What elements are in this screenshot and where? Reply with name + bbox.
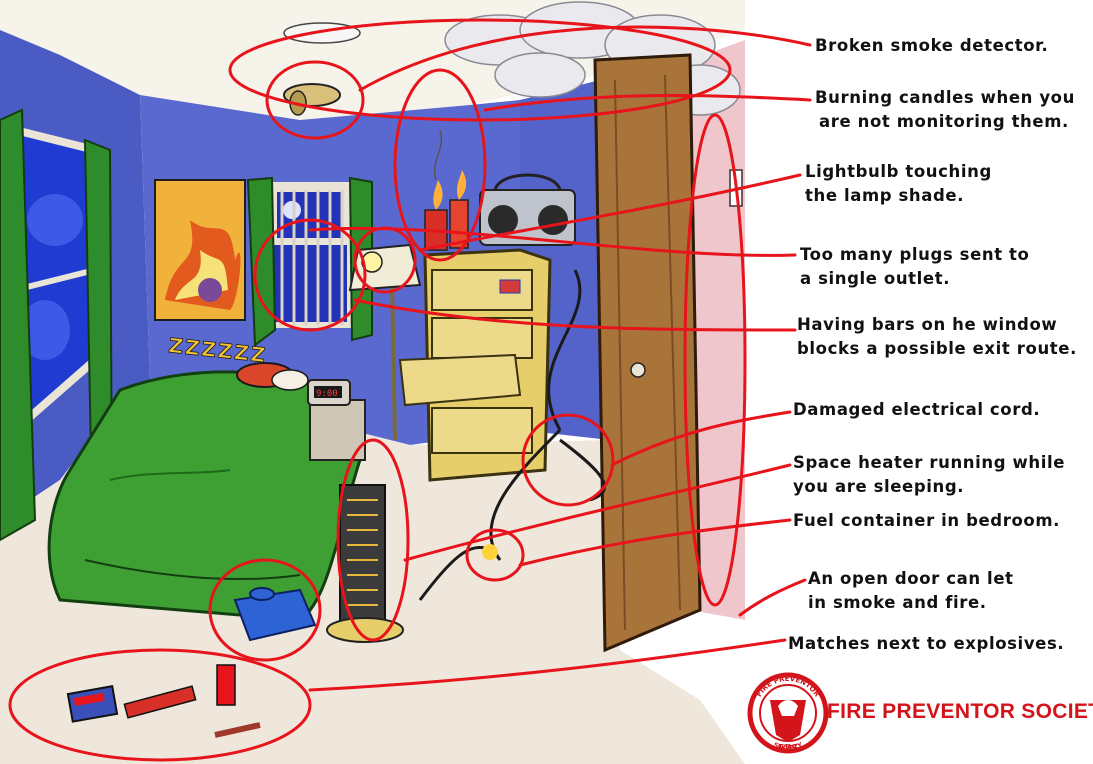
hazard-label-space-heater: Space heater running while you are sleep… — [793, 451, 1065, 499]
hazard-line: An open door can let — [808, 569, 1014, 588]
logo-seal-initials: FPS — [778, 744, 798, 754]
hazard-label-matches: Matches next to explosives. — [788, 632, 1064, 656]
svg-text:9:00: 9:00 — [316, 389, 338, 399]
boombox — [479, 173, 576, 246]
matches-and-fireworks — [66, 664, 261, 738]
nightstand: 9:00 — [307, 379, 366, 461]
hazard-line: Fuel container in bedroom. — [793, 511, 1060, 530]
hazard-label-plugs: Too many plugs sent to a single outlet. — [800, 243, 1029, 291]
hazard-line: Broken smoke detector. — [815, 36, 1049, 55]
hazard-line: Burning candles when you — [815, 88, 1075, 107]
hazard-line: Lightbulb touching — [805, 162, 992, 181]
fuel-container — [233, 587, 317, 642]
dragon-poster — [154, 179, 246, 321]
hazard-label-lightbulb: Lightbulb touching the lamp shade. — [805, 160, 992, 208]
hazard-line: Matches next to explosives. — [788, 634, 1065, 653]
hazard-line: the lamp shade. — [805, 186, 965, 205]
svg-text:SOCIETY: SOCIETY — [772, 741, 804, 752]
hazard-line: you are sleeping. — [793, 477, 965, 496]
brand-name: FIRE PREVENTOR SOCIET — [827, 700, 1093, 723]
red-pointer-lines — [308, 25, 812, 692]
hazard-line: a single outlet. — [800, 269, 951, 288]
hazard-line: Space heater running while — [793, 453, 1066, 472]
bed — [47, 362, 362, 622]
hazard-line: are not monitoring them. — [819, 112, 1069, 131]
fire-preventor-society-logo — [747, 672, 829, 754]
dresser — [398, 248, 552, 482]
hazard-label-damaged-cord: Damaged electrical cord. — [793, 398, 1040, 422]
hazard-label-window-bars: Having bars on he window blocks a possib… — [797, 313, 1077, 361]
logo-seal-bottom-text: SOCIETY — [772, 741, 804, 752]
candles — [424, 129, 469, 251]
red-annotation-circles — [8, 18, 747, 762]
svg-text:FIRE PREVENTOR: FIRE PREVENTOR — [755, 675, 821, 699]
logo-seal-top-text: FIRE PREVENTOR — [755, 675, 821, 699]
hazard-line: blocks a possible exit route. — [797, 339, 1077, 358]
spark — [482, 544, 498, 560]
space-heater — [326, 484, 404, 643]
hazard-label-smoke-detector: Broken smoke detector. — [815, 34, 1048, 58]
hazard-line: in smoke and fire. — [808, 593, 987, 612]
hazard-line: Too many plugs sent to — [800, 245, 1030, 264]
hazard-label-open-door: An open door can let in smoke and fire. — [808, 567, 1014, 615]
logo-seal-text: FIRE PREVENTOR SOCIETY FPS — [755, 675, 821, 754]
hazard-line: Having bars on he window — [797, 315, 1058, 334]
hazard-label-fuel-container: Fuel container in bedroom. — [793, 509, 1060, 533]
hazard-label-candles: Burning candles when you are not monitor… — [815, 86, 1075, 134]
barred-window — [246, 176, 373, 347]
hazard-line: Damaged electrical cord. — [793, 400, 1041, 419]
